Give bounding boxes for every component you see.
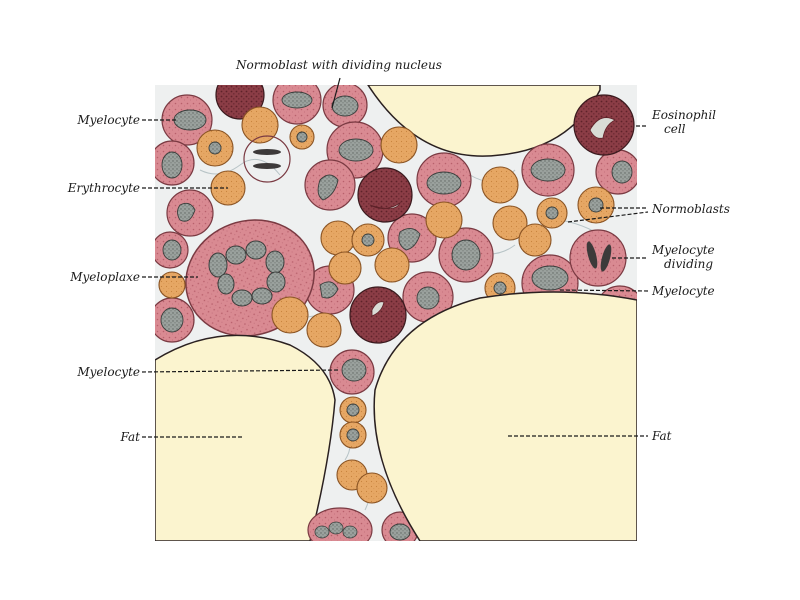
- label-eosinophil-line2: cell: [664, 122, 686, 136]
- label-normoblast-dividing: Normoblast with dividing nucleus: [236, 58, 442, 72]
- tissue-panel: [155, 85, 637, 541]
- label-myelocyte-dividing-line1: Myelocyte: [652, 243, 715, 257]
- cell-nuclei: [160, 91, 637, 541]
- label-normoblasts: Normoblasts: [652, 202, 730, 216]
- label-myelocyte-right: Myelocyte: [652, 284, 715, 298]
- fat-globule-right: [373, 291, 637, 541]
- label-myelocyte-dividing: Myelocyte dividing: [652, 243, 715, 271]
- label-myelocyte-lower: Myelocyte: [77, 365, 140, 379]
- label-eosinophil: Eosinophil cell: [652, 108, 716, 136]
- erythrocytes: [158, 106, 615, 504]
- dividing-chromosomes: [253, 149, 612, 272]
- label-myelocyte-upper: Myelocyte: [77, 113, 140, 127]
- myeloplaxe-nuclei: [208, 240, 286, 307]
- label-fat-right: Fat: [652, 429, 672, 443]
- label-fat-left: Fat: [120, 430, 141, 444]
- label-erythrocyte: Erythrocyte: [67, 181, 140, 195]
- label-myelocyte-dividing-line2: dividing: [664, 257, 714, 271]
- leader-lines: [141, 119, 649, 438]
- eosinophil-nuclei: [369, 117, 616, 317]
- fat-globule-left: [155, 334, 336, 541]
- bottom-nuclei: [314, 521, 358, 539]
- label-eosinophil-line1: Eosinophil: [652, 108, 717, 122]
- eosinophils: [215, 85, 635, 344]
- label-myeloplaxe: Myeloplaxe: [70, 270, 140, 284]
